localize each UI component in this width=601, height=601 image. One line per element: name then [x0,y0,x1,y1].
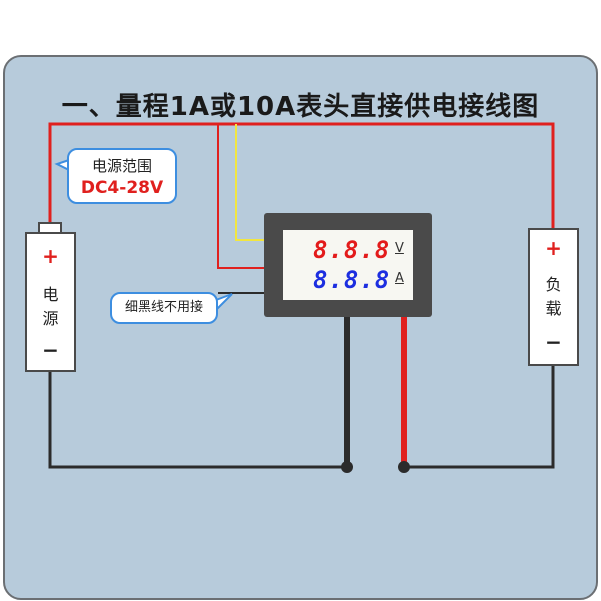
red-meter-wire [217,124,264,269]
current-readout: 8.8.8 [313,266,391,294]
source-label-1: 电 [42,285,59,304]
diagram-panel [3,55,598,600]
source-plus-sign: + [42,244,59,268]
load-label-2: 载 [545,299,562,318]
black-junction-dot [341,461,353,473]
load-plus-sign: + [545,236,562,260]
source-label-2: 源 [42,309,59,328]
source-minus-sign: − [42,338,59,362]
voltage-unit: V [395,241,404,256]
power-source-block: + 电 源 − [25,232,76,372]
range-label: 电源范围 [91,157,152,175]
load-minus-sign: − [545,330,562,354]
diagram-title: 一、量程1A或10A表头直接供电接线图 [61,92,540,122]
battery-terminal-cap [38,222,62,234]
current-unit: A [395,271,404,286]
range-value: DC4-28V [80,178,164,198]
meter-display: 8.8.8 V 8.8.8 A [283,230,413,300]
load-return-wire [404,366,555,469]
thin-wire-callout: 细黑线不用接 [110,292,218,324]
range-callout: 电源范围 DC4-28V [67,148,177,204]
load-label-1: 负 [545,275,562,294]
red-supply-wire [48,122,555,228]
voltage-readout: 8.8.8 [313,236,391,264]
thin-bubble-pointer [215,293,233,313]
black-ground-wire [48,372,347,469]
yellow-wire [235,124,264,241]
load-block: + 负 载 − [528,228,579,366]
